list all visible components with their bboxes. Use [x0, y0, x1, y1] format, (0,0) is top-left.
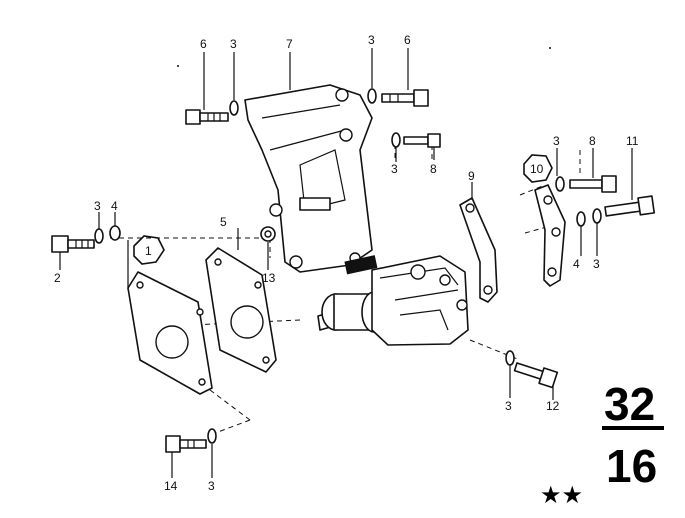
- callout-6-left: 6: [200, 37, 207, 51]
- stray-dot: [549, 47, 551, 49]
- washer-3-left-top: [229, 100, 239, 116]
- callout-8-middle: 8: [430, 162, 437, 176]
- group-marks: ★★: [540, 481, 583, 509]
- washer-3-right-top: [367, 88, 377, 104]
- callout-12: 12: [546, 399, 560, 413]
- bolt-8-right: [569, 175, 617, 193]
- bracket-7: [244, 84, 373, 273]
- bolt-8-middle: [403, 133, 441, 148]
- callout-11: 11: [626, 134, 639, 148]
- callout-13: 13: [262, 271, 276, 285]
- washer-4-right: [576, 211, 586, 227]
- washer-3-right: [555, 176, 565, 192]
- washer-3-right-lower: [592, 208, 602, 224]
- plate-5: [205, 247, 277, 373]
- callout-4-left: 4: [111, 199, 118, 213]
- bolt-6-left: [185, 109, 229, 125]
- bracket-9: [459, 197, 498, 303]
- callout-9: 9: [468, 169, 475, 183]
- stray-dot: [177, 65, 179, 67]
- leader-lines: [59, 48, 633, 478]
- washer-3-middle: [391, 132, 401, 148]
- washer-3-left: [94, 228, 104, 244]
- callout-circle-10: [523, 154, 553, 183]
- bolt-2: [51, 235, 95, 253]
- callout-1: 1: [145, 244, 152, 258]
- callout-10: 10: [530, 162, 544, 176]
- callout-3-left: 3: [94, 199, 101, 213]
- callout-3-right-top: 3: [368, 33, 375, 47]
- bolt-11: [604, 195, 656, 217]
- callout-7: 7: [286, 37, 293, 51]
- callout-14: 14: [164, 479, 178, 493]
- pump: [317, 255, 469, 346]
- washer-3-bottom: [207, 428, 217, 444]
- callout-3-bottom: 3: [208, 479, 215, 493]
- washer-3-lower-right: [505, 350, 515, 366]
- callout-6-right: 6: [404, 33, 411, 47]
- callout-3-middle: 3: [391, 162, 398, 176]
- washer-13: [260, 226, 276, 242]
- callout-3-lower-right: 3: [505, 399, 512, 413]
- callout-3-right: 3: [553, 134, 560, 148]
- callout-5: 5: [220, 215, 227, 229]
- washer-4-left: [109, 225, 121, 241]
- callout-3-right-lower: 3: [593, 257, 600, 271]
- callout-circle-1: [133, 235, 165, 265]
- gasket-1: [127, 271, 213, 395]
- bolt-12: [513, 362, 559, 389]
- callout-8-right: 8: [589, 134, 596, 148]
- bracket-10: [534, 184, 566, 287]
- callout-3-left-top: 3: [230, 37, 237, 51]
- group-number-main: 32: [604, 378, 655, 430]
- callout-4-right: 4: [573, 257, 580, 271]
- bolt-14: [165, 435, 207, 453]
- group-number-sub: 16: [606, 440, 657, 492]
- bolt-6-right: [381, 89, 429, 107]
- callout-2: 2: [54, 271, 61, 285]
